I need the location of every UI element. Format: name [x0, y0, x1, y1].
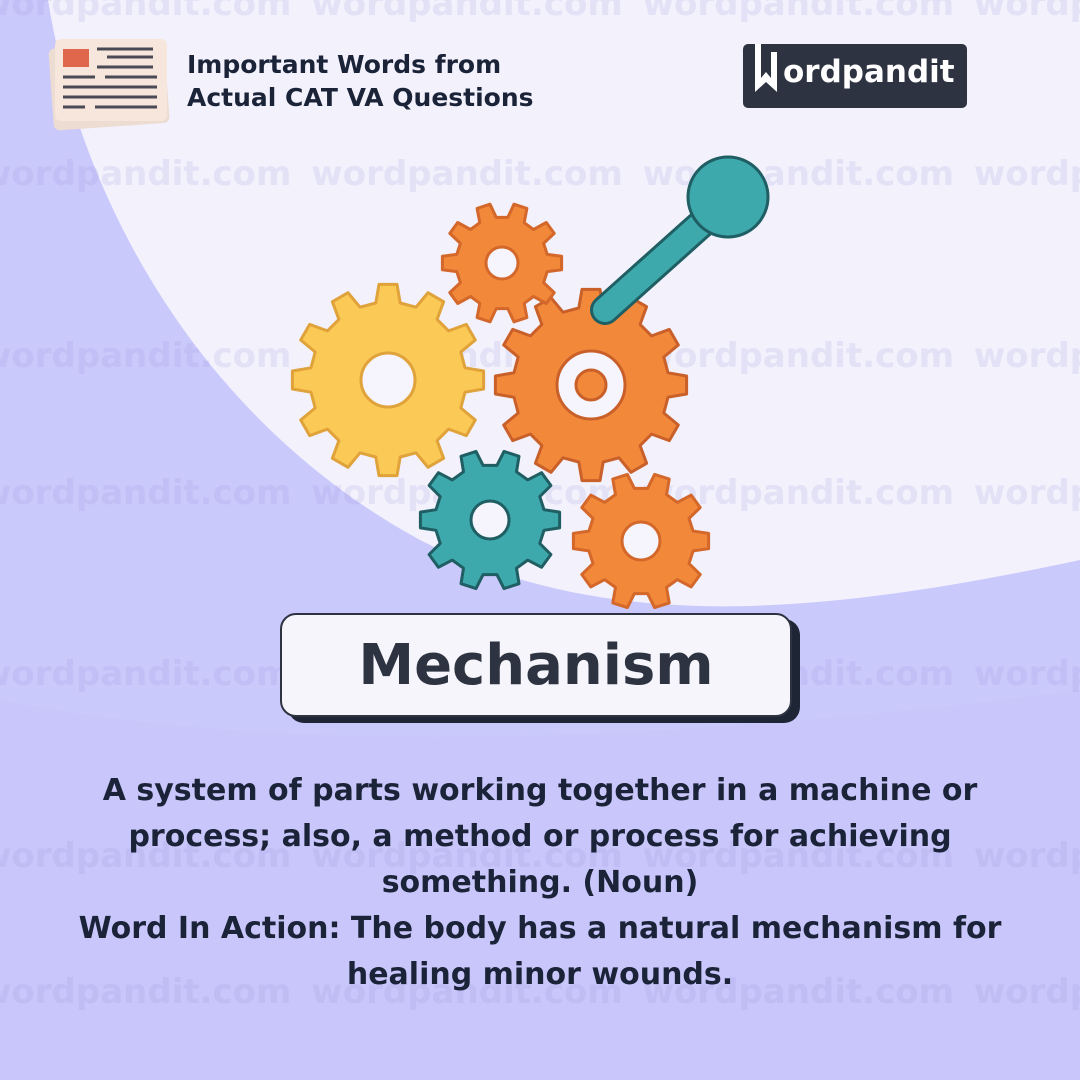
definition: A system of parts working together in a …: [40, 768, 1040, 998]
example-line: healing minor wounds.: [346, 957, 734, 992]
teal-gear-icon: [418, 449, 562, 591]
logo-text: ordpandit: [783, 54, 955, 90]
newspaper-icon: [48, 39, 170, 131]
bookmark-w-icon: [755, 44, 777, 92]
definition-line: A system of parts working together in a …: [102, 773, 978, 808]
yellow-gear-icon: [290, 282, 486, 478]
header-title-line2: Actual CAT VA Questions: [187, 83, 534, 112]
definition-line: something. (Noun): [381, 865, 699, 900]
watermark-row: wordpandit.com wordpandit.com wordpandit…: [0, 154, 1080, 194]
header-title-line1: Important Words from: [187, 50, 502, 79]
word-title: Mechanism: [358, 632, 714, 698]
bottom-orange-gear-icon: [571, 472, 711, 610]
large-orange-gear-icon: [493, 287, 689, 483]
example-line: Word In Action: The body has a natural m…: [78, 911, 1002, 946]
word-card: Mechanism: [280, 613, 792, 717]
definition-line: process; also, a method or process for a…: [128, 819, 952, 854]
lever: [590, 155, 770, 325]
small-orange-gear-icon: [440, 202, 564, 324]
header-title: Important Words from Actual CAT VA Quest…: [187, 48, 534, 114]
watermark-row: wordpandit.com wordpandit.com wordpandit…: [0, 0, 1080, 24]
watermark-row: wordpandit.com wordpandit.com wordpandit…: [0, 836, 1080, 876]
watermark-row: wordpandit.com wordpandit.com wordpandit…: [0, 972, 1080, 1012]
wordpandit-logo: ordpandit: [743, 44, 967, 108]
